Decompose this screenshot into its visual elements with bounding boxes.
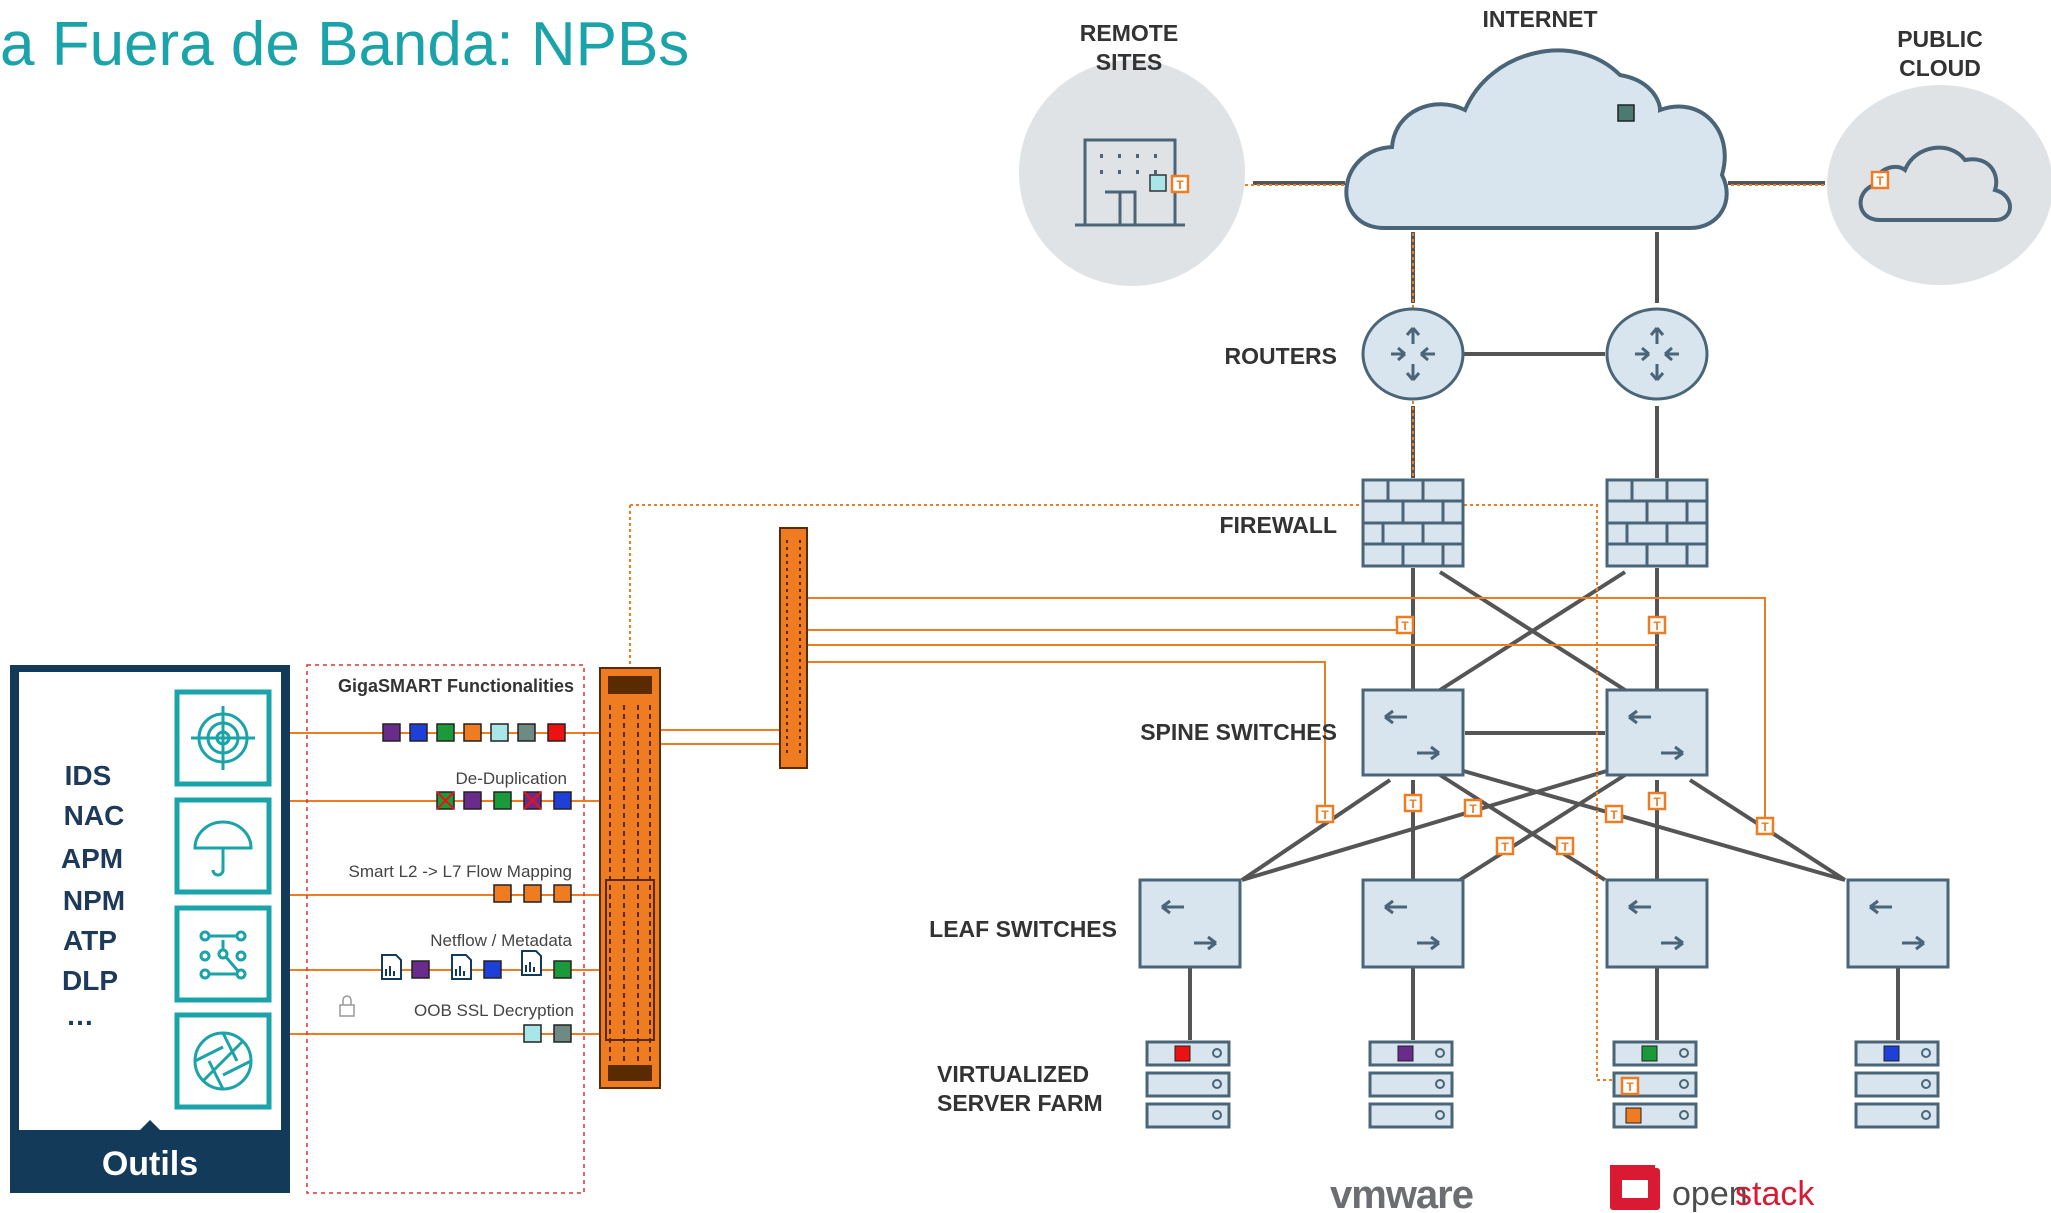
target-icon[interactable] bbox=[174, 689, 272, 787]
tap-icon: T bbox=[1495, 836, 1515, 856]
tap-icon: T bbox=[1463, 798, 1483, 818]
svg-text:T: T bbox=[1653, 795, 1661, 809]
server-stack-2[interactable] bbox=[1368, 1040, 1454, 1129]
firewall-right[interactable] bbox=[1605, 478, 1709, 568]
umbrella-icon[interactable] bbox=[174, 797, 272, 895]
dedup-label: De-Duplication bbox=[456, 769, 568, 788]
router-left[interactable] bbox=[1361, 307, 1465, 401]
svg-text:T: T bbox=[1561, 840, 1569, 854]
svg-text:stack: stack bbox=[1735, 1175, 1815, 1213]
svg-text:T: T bbox=[1626, 1080, 1634, 1094]
spine-switch-right[interactable] bbox=[1605, 688, 1709, 777]
page-title: a Fuera de Banda: NPBs bbox=[0, 10, 689, 79]
server-farm-label-2: SERVER FARM bbox=[937, 1090, 1103, 1116]
svg-text:T: T bbox=[1653, 619, 1661, 633]
packets-row-1 bbox=[382, 723, 566, 742]
svg-text:T: T bbox=[1401, 619, 1409, 633]
tap-icon: T bbox=[1555, 836, 1575, 856]
leaf-switch-1[interactable] bbox=[1138, 878, 1242, 969]
internet-label: INTERNET bbox=[1483, 6, 1598, 32]
aperture-icon[interactable] bbox=[174, 1012, 272, 1110]
public-cloud[interactable] bbox=[1827, 85, 2051, 285]
server-stack-4[interactable] bbox=[1854, 1040, 1940, 1129]
firewall-left[interactable] bbox=[1361, 478, 1465, 568]
packets-row-dedup bbox=[436, 791, 572, 810]
svg-text:T: T bbox=[1610, 808, 1618, 822]
svg-text:T: T bbox=[1321, 808, 1329, 822]
server-stack-1[interactable] bbox=[1145, 1040, 1231, 1129]
svg-text:T: T bbox=[1409, 797, 1417, 811]
server-farm-label-1: VIRTUALIZED bbox=[937, 1061, 1089, 1087]
gigasmart-title: GigaSMART Functionalities bbox=[338, 676, 574, 696]
tool-item: IDS bbox=[65, 760, 112, 791]
tool-item: DLP bbox=[62, 965, 118, 996]
public-cloud-label-1: PUBLIC bbox=[1897, 26, 1983, 52]
ssl-label: OOB SSL Decryption bbox=[414, 1001, 574, 1020]
remote-sites-label-1: REMOTE bbox=[1080, 20, 1178, 46]
svg-text:T: T bbox=[1761, 820, 1769, 834]
firewall-label: FIREWALL bbox=[1219, 512, 1337, 538]
tap-icon: T bbox=[1647, 791, 1667, 811]
lock-icon bbox=[339, 995, 355, 1017]
tool-item: APM bbox=[61, 843, 123, 874]
tap-markers: T T T T T T T T T T T T T bbox=[1170, 170, 1890, 1096]
openstack-logo: open stack bbox=[1610, 1165, 1815, 1213]
svg-text:T: T bbox=[1876, 174, 1884, 188]
gigavue-chassis[interactable] bbox=[599, 667, 661, 1089]
tool-item: ATP bbox=[63, 925, 117, 956]
remote-sites[interactable] bbox=[1019, 60, 1245, 286]
routers-label: ROUTERS bbox=[1225, 343, 1337, 369]
tap-icon: T bbox=[1395, 615, 1415, 635]
network-links bbox=[1188, 181, 1900, 1040]
tap-icon: T bbox=[1315, 804, 1335, 824]
leaf-switch-2[interactable] bbox=[1361, 878, 1465, 969]
tap-icon: T bbox=[1170, 174, 1190, 194]
public-cloud-label-2: CLOUD bbox=[1899, 55, 1981, 81]
svg-text:open: open bbox=[1672, 1175, 1748, 1213]
tap-icon: T bbox=[1620, 1076, 1640, 1096]
svg-text:T: T bbox=[1469, 802, 1477, 816]
svg-text:vmware: vmware bbox=[1330, 1173, 1473, 1213]
tap-icon: T bbox=[1870, 170, 1890, 190]
gigasmart-box bbox=[306, 664, 585, 1194]
spine-switch-left[interactable] bbox=[1361, 688, 1465, 777]
netflow-label: Netflow / Metadata bbox=[430, 931, 572, 950]
svg-text:T: T bbox=[1176, 178, 1184, 192]
packets-row-ssl bbox=[523, 1024, 572, 1043]
packets-row-flow bbox=[493, 884, 572, 903]
tap-icon: T bbox=[1604, 804, 1624, 824]
remote-sites-label-2: SITES bbox=[1096, 49, 1162, 75]
leaf-switches-label: LEAF SWITCHES bbox=[929, 916, 1117, 942]
tap-icon: T bbox=[1647, 615, 1667, 635]
svg-text:T: T bbox=[1501, 840, 1509, 854]
tap-icon: T bbox=[1755, 816, 1775, 836]
tool-item: NAC bbox=[64, 800, 125, 831]
vmware-logo: vmware bbox=[1330, 1173, 1474, 1213]
flow-mapping-label: Smart L2 -> L7 Flow Mapping bbox=[349, 862, 572, 881]
tools-footer: Outils bbox=[102, 1145, 198, 1183]
spine-switches-label: SPINE SWITCHES bbox=[1140, 719, 1337, 745]
tap-aggregator[interactable] bbox=[779, 527, 808, 769]
router-right[interactable] bbox=[1605, 307, 1709, 401]
tap-icon: T bbox=[1403, 793, 1423, 813]
leaf-switch-4[interactable] bbox=[1846, 878, 1950, 969]
tool-item: … bbox=[66, 1000, 94, 1031]
leaf-switch-3[interactable] bbox=[1605, 878, 1709, 969]
tool-item: NPM bbox=[63, 885, 125, 916]
packets-row-netflow bbox=[381, 950, 572, 980]
network-nodes-icon[interactable] bbox=[174, 905, 272, 1003]
internet-cloud[interactable] bbox=[1344, 48, 1729, 230]
